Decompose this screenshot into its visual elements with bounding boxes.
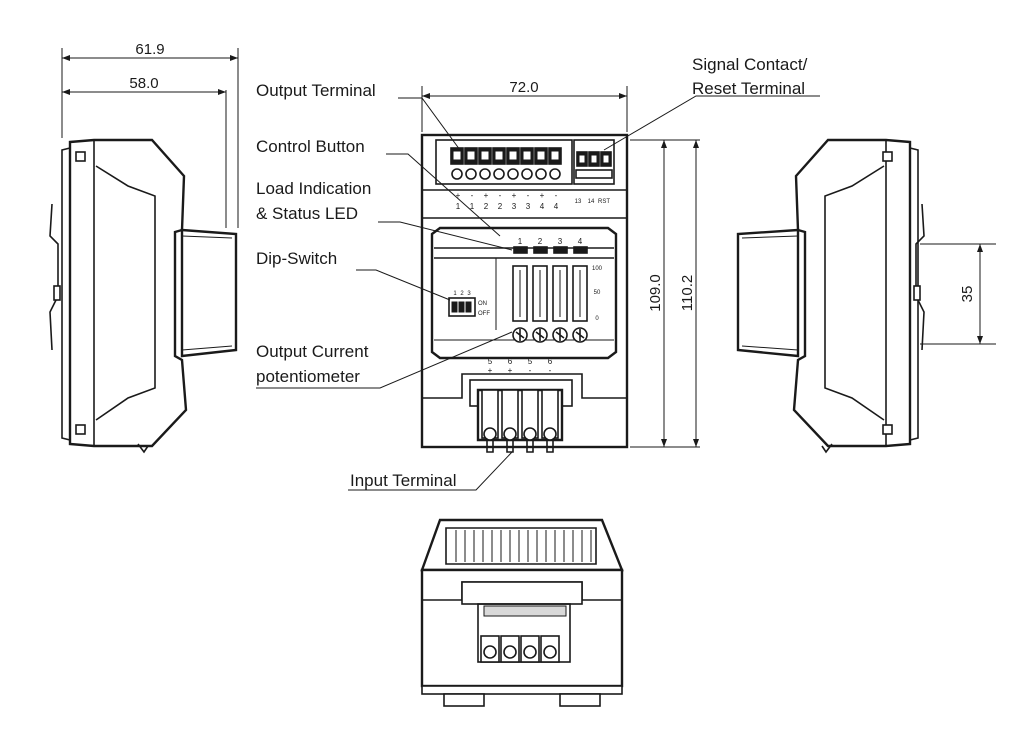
output-number-8: 4 <box>554 202 559 211</box>
front-width-dimension: 72.0 <box>509 79 538 96</box>
left-dimensions <box>61 48 239 228</box>
bottom-terminal-screw <box>483 645 497 659</box>
channel-number-3: 3 <box>558 237 563 246</box>
output-polarity-1: + <box>456 191 461 200</box>
input-number-4: 6 <box>548 357 553 366</box>
channel-number-1: 1 <box>518 237 523 246</box>
scale-label-0: 0 <box>595 316 599 322</box>
dip-number-3: 3 <box>467 291 471 297</box>
output-number-5: 3 <box>512 202 517 211</box>
label-load-indication-line1: Load Indication <box>256 179 371 198</box>
output-terminal-screw <box>507 168 519 180</box>
signal-label-13: 13 <box>575 199 582 205</box>
channel-number-4: 4 <box>578 237 583 246</box>
front-markings: + - + - + - + - 1 1 2 2 3 3 4 4 13 14 RS… <box>453 191 610 375</box>
input-number-2: 6 <box>508 357 513 366</box>
callout-leaders <box>256 95 820 491</box>
signal-label-14: 14 <box>588 199 595 205</box>
output-terminal-opening <box>480 150 490 161</box>
scale-label-50: 50 <box>594 290 601 296</box>
height-outer-dimension: 110.2 <box>679 275 696 311</box>
input-polarity-4: - <box>549 366 552 375</box>
bottom-terminal-screw <box>543 645 557 659</box>
right-side-view <box>736 138 925 454</box>
output-polarity-2: - <box>471 191 474 200</box>
output-terminal-opening <box>452 150 462 161</box>
label-dip-switch: Dip-Switch <box>256 249 337 268</box>
input-polarity-1: + <box>488 366 493 375</box>
bottom-input-terminals <box>480 635 560 663</box>
output-terminal-opening <box>494 150 504 161</box>
label-control-button: Control Button <box>256 137 365 156</box>
overall-depth-dimension: 61.9 <box>135 41 164 58</box>
output-polarity-4: - <box>499 191 502 200</box>
channel-number-2: 2 <box>538 237 543 246</box>
output-terminal-opening <box>522 150 532 161</box>
label-output-terminal: Output Terminal <box>256 81 376 100</box>
output-number-1: 1 <box>456 202 461 211</box>
dip-on-label: ON <box>478 301 487 307</box>
output-polarity-6: - <box>527 191 530 200</box>
input-polarity-2: + <box>508 366 513 375</box>
input-number-3: 5 <box>528 357 533 366</box>
rail-dimension-lines <box>920 243 996 345</box>
dip-number-1: 1 <box>453 291 457 297</box>
label-input-terminal: Input Terminal <box>350 471 456 490</box>
bottom-terminal-screw <box>503 645 517 659</box>
output-terminal-opening <box>550 150 560 161</box>
label-output-current-line1: Output Current <box>256 342 369 361</box>
output-polarity-7: + <box>540 191 545 200</box>
output-terminal-screw <box>549 168 561 180</box>
bottom-terminal-screw <box>523 645 537 659</box>
output-polarity-5: + <box>512 191 517 200</box>
output-number-4: 2 <box>498 202 503 211</box>
output-terminal-blocks <box>450 147 562 180</box>
cooling-fins <box>455 530 592 562</box>
housing-depth-dimension: 58.0 <box>129 75 158 92</box>
output-polarity-3: + <box>484 191 489 200</box>
label-signal-contact-line2: Reset Terminal <box>692 79 805 98</box>
label-output-current-line2: potentiometer <box>256 367 360 386</box>
dip-off-label: OFF <box>478 311 490 317</box>
output-polarity-8: - <box>555 191 558 200</box>
height-inner-dimension: 109.0 <box>647 274 664 312</box>
left-side-view <box>49 138 238 454</box>
output-terminal-screw <box>479 168 491 180</box>
output-terminal-opening <box>536 150 546 161</box>
output-terminal-screw <box>493 168 505 180</box>
output-number-3: 2 <box>484 202 489 211</box>
output-terminal-screw <box>465 168 477 180</box>
rail-height-dimension: 35 <box>959 286 976 303</box>
front-view <box>420 133 629 453</box>
bottom-view <box>420 518 624 707</box>
label-load-indication-line2: & Status LED <box>256 204 358 223</box>
scale-label-100: 100 <box>592 266 603 272</box>
output-number-6: 3 <box>526 202 531 211</box>
output-terminal-screw <box>451 168 463 180</box>
signal-terminal-block <box>575 151 613 179</box>
input-polarity-3: - <box>529 366 532 375</box>
input-number-1: 5 <box>488 357 493 366</box>
output-number-2: 1 <box>470 202 475 211</box>
label-signal-contact-line1: Signal Contact/ <box>692 55 808 74</box>
output-number-7: 4 <box>540 202 545 211</box>
output-terminal-screw <box>535 168 547 180</box>
dip-number-2: 2 <box>460 291 464 297</box>
signal-label-rst: RST <box>598 199 610 205</box>
output-terminal-opening <box>508 150 518 161</box>
front-dimensions <box>421 86 700 448</box>
output-terminal-opening <box>466 150 476 161</box>
output-terminal-screw <box>521 168 533 180</box>
